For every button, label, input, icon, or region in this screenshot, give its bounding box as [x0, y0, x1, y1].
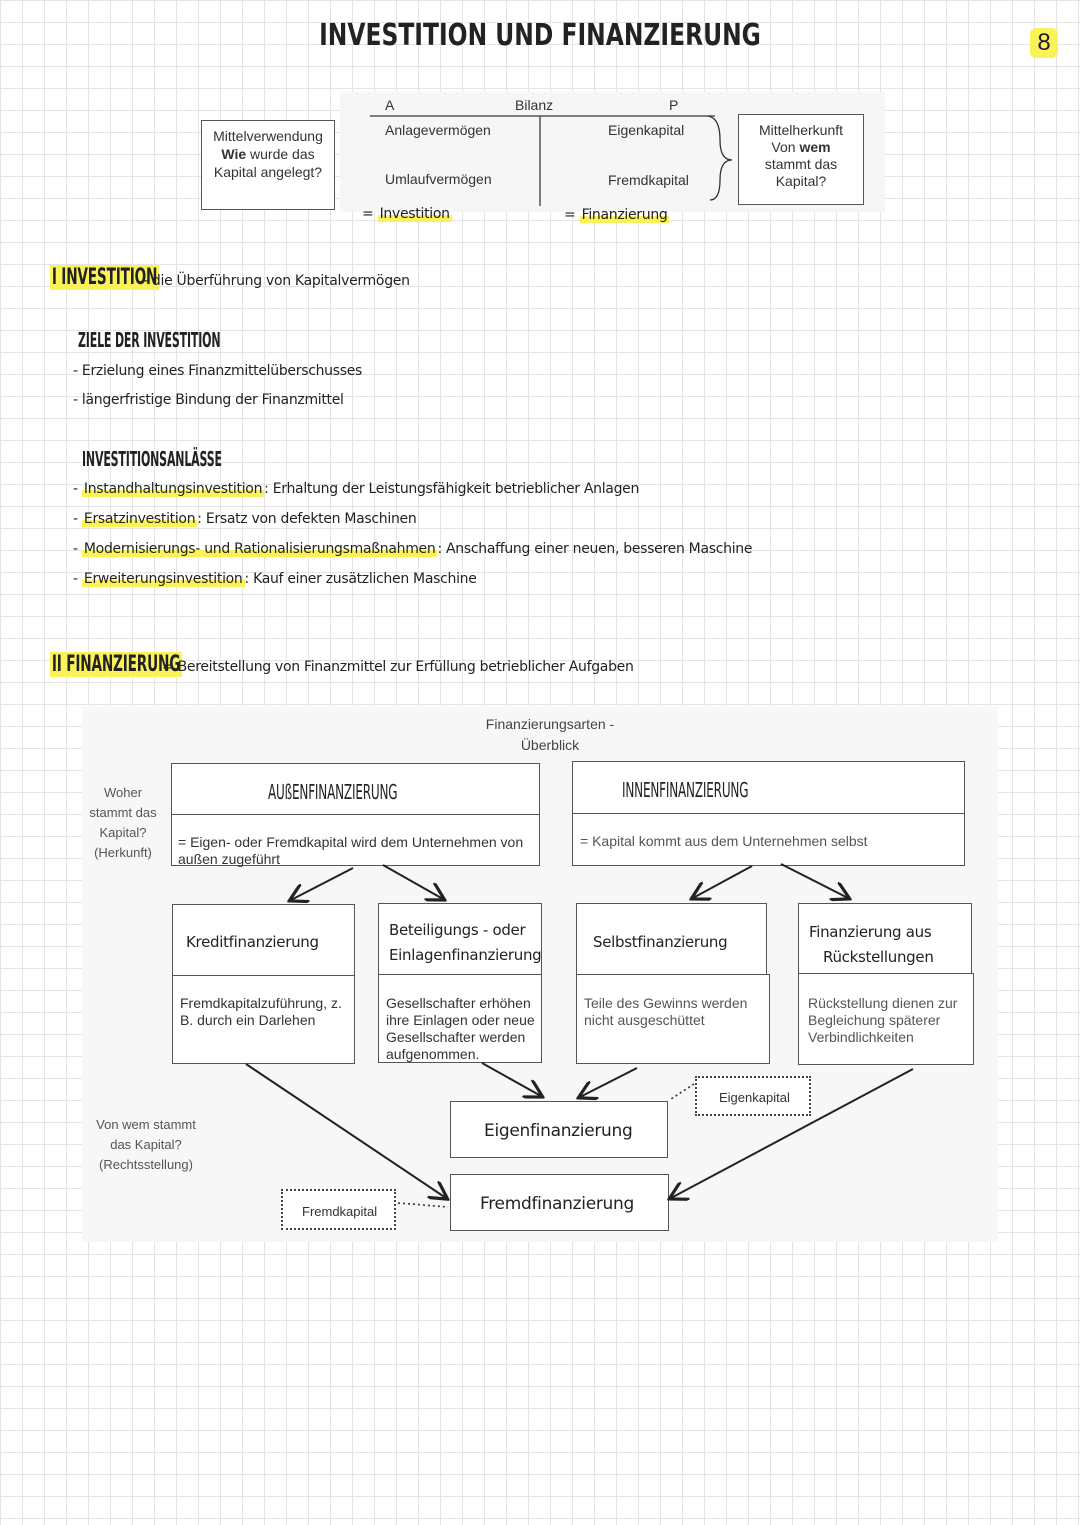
mittelherkunft-line-3: stammt das: [764, 156, 838, 172]
fremdfinanzierung-box: Fremdfinanzierung: [450, 1174, 669, 1231]
mittelherkunft-bold-word: wem: [799, 139, 831, 155]
beteiligungsfinanzierung-title-line-1: Beteiligungs - oder: [389, 921, 526, 939]
section-finanzierung-heading-text: II FINANZIERUNG: [50, 652, 183, 677]
mittelverwendung-line-2-rest: wurde das: [246, 146, 315, 162]
eigenfinanzierung-box: Eigenfinanzierung: [450, 1101, 668, 1158]
beteiligungsfinanzierung-title-line-2: Einlagenfinanzierung: [389, 946, 542, 964]
mittelherkunft-line-4: Kapital?: [775, 173, 827, 189]
aussenfinanzierung-title-box: [171, 763, 540, 815]
anlass-item-1: - Instandhaltungsinvestition: Erhaltung …: [73, 481, 640, 497]
anlass-item-4: - Erweiterungsinvestition: Kauf einer zu…: [73, 571, 477, 587]
finanzierung-definition: = Bereitstellung von Finanzmittel zur Er…: [162, 659, 634, 675]
rechtsstellung-label: Von wem stammt das Kapital? (Rechtsstell…: [88, 1115, 204, 1175]
aktiva-item-2: Umlaufvermögen: [385, 171, 492, 187]
page-title: INVESTITION UND FINANZIERUNG: [319, 18, 761, 53]
arrow-innen-selbst: [693, 865, 753, 898]
mittelverwendung-box: Mittelverwendung Wie wurde das Kapital a…: [201, 120, 335, 210]
arrow-aussen-beteiligung: [382, 864, 443, 899]
rechtsstellung-line-3: (Rechtsstellung): [99, 1157, 193, 1172]
mittelherkunft-line-2-start: Von: [771, 139, 800, 155]
section-investition-heading: I INVESTITION: [50, 265, 160, 290]
eigenkapital-tag: Eigenkapital: [695, 1076, 811, 1116]
finanzierung-label-text: Finanzierung: [579, 207, 670, 223]
anlass-item-2: - Ersatzinvestition: Ersatz von defekten…: [73, 511, 417, 527]
arrow-selbst-eigen: [580, 1067, 638, 1097]
herkunft-line-3: Kapital?: [99, 825, 147, 840]
mittelverwendung-line-1: Mittelverwendung: [213, 128, 323, 144]
anlass-desc-1: : Erhaltung der Leistungsfähigkeit betri…: [264, 481, 640, 497]
mittelverwendung-bold-word: Wie: [221, 146, 247, 162]
rechtsstellung-line-1: Von wem stammt: [96, 1117, 196, 1132]
investition-label: = Investition: [362, 206, 452, 222]
arrow-rueckstellung-fremd: [671, 1068, 914, 1198]
diagram-title: Finanzierungsarten - Überblick: [470, 714, 630, 756]
herkunft-line-1: Woher: [103, 785, 143, 800]
mittelherkunft-line-2: Von wem: [739, 139, 863, 156]
rueckstellungen-title-line-1: Finanzierung aus: [809, 923, 932, 941]
anlass-term-4: Erweiterungsinvestition: [81, 571, 245, 587]
ziele-item-2: - längerfristige Bindung der Finanzmitte…: [73, 392, 344, 408]
investition-label-text: Investition: [377, 206, 452, 222]
bilanz-col-p: P: [669, 97, 679, 113]
herkunft-line-4: (Herkunft): [94, 845, 152, 860]
kreditfinanzierung-desc: Fremdkapitalzuführung, z. B. durch ein D…: [172, 975, 355, 1064]
bilanz-t-account: [370, 115, 733, 206]
ziele-heading: ZIELE DER INVESTITION: [78, 328, 221, 352]
aussenfinanzierung-desc: = Eigen- oder Fremdkapital wird dem Unte…: [171, 814, 540, 867]
bilanz-col-a: A: [385, 97, 395, 113]
aktiva-item-1: Anlagevermögen: [385, 122, 491, 138]
section-investition-heading-text: I INVESTITION: [50, 265, 160, 290]
investition-definition: - die Überführung von Kapitalvermögen: [143, 273, 410, 289]
arrow-aussen-kredit: [291, 867, 354, 900]
arrow-innen-rueckstellung: [780, 863, 848, 898]
arrow-kredit-fremd: [245, 1063, 446, 1198]
anlass-term-1: Instandhaltungsinvestition: [81, 481, 265, 497]
selbstfinanzierung-title: Selbstfinanzierung: [576, 903, 767, 975]
rueckstellungen-desc: Rückstellung dienen zur Begleichung spät…: [798, 973, 974, 1065]
dotted-fremdkapital-connector: [397, 1202, 449, 1208]
mittelverwendung-line-2: Wie wurde das: [202, 145, 334, 163]
mittelherkunft-line-1: Mittelherkunft: [758, 122, 844, 138]
anlass-term-3: Modernisierungs- und Rationalisierungsma…: [81, 541, 438, 557]
passiva-item-1: Eigenkapital: [608, 122, 685, 138]
beteiligungsfinanzierung-title: Beteiligungs - oder Einlagenfinanzierung: [378, 903, 542, 975]
anlaesse-heading: INVESTITIONSANLÄSSE: [82, 447, 222, 471]
anlass-desc-4: : Kauf einer zusätzlichen Maschine: [244, 571, 477, 587]
dotted-eigenkapital-connector: [670, 1083, 695, 1100]
kreditfinanzierung-title: Kreditfinanzierung: [172, 904, 355, 976]
diagram-title-line-1: Finanzierungsarten -: [485, 716, 615, 732]
anlass-desc-2: : Ersatz von defekten Maschinen: [197, 511, 417, 527]
mittelverwendung-line-3: Kapital angelegt?: [213, 164, 323, 180]
rueckstellungen-title-line-2: Rückstellungen: [823, 948, 934, 966]
innenfinanzierung-desc: = Kapital kommt aus dem Unternehmen selb…: [572, 813, 965, 866]
section-finanzierung-heading: II FINANZIERUNG: [50, 652, 183, 677]
page-number: 8: [1030, 28, 1058, 58]
passiva-item-2: Fremdkapital: [608, 172, 689, 188]
finanzierung-label: = Finanzierung: [564, 207, 670, 223]
ziele-item-1: - Erzielung eines Finanzmittelüberschuss…: [73, 363, 363, 379]
beteiligungsfinanzierung-desc: Gesellschafter erhöhen ihre Einlagen ode…: [378, 974, 542, 1063]
selbstfinanzierung-desc: Teile des Gewinns werden nicht ausgeschü…: [576, 974, 770, 1064]
innenfinanzierung-title: INNENFINANZIERUNG: [622, 778, 749, 802]
bilanz-heading: Bilanz: [515, 97, 554, 113]
diagram-title-line-2: Überblick: [520, 737, 580, 753]
arrow-beteiligung-eigen: [481, 1062, 541, 1096]
anlass-term-2: Ersatzinvestition: [81, 511, 198, 527]
mittelherkunft-box: Mittelherkunft Von wem stammt das Kapita…: [738, 114, 864, 205]
herkunft-label: Woher stammt das Kapital? (Herkunft): [84, 783, 162, 863]
anlass-desc-3: : Anschaffung einer neuen, besseren Masc…: [437, 541, 753, 557]
herkunft-line-2: stammt das: [89, 805, 157, 820]
rechtsstellung-line-2: das Kapital?: [110, 1137, 182, 1152]
aussenfinanzierung-title: AUßENFINANZIERUNG: [268, 780, 398, 804]
anlass-item-3: - Modernisierungs- und Rationalisierungs…: [73, 541, 753, 557]
fremdkapital-tag: Fremdkapital: [281, 1189, 396, 1230]
